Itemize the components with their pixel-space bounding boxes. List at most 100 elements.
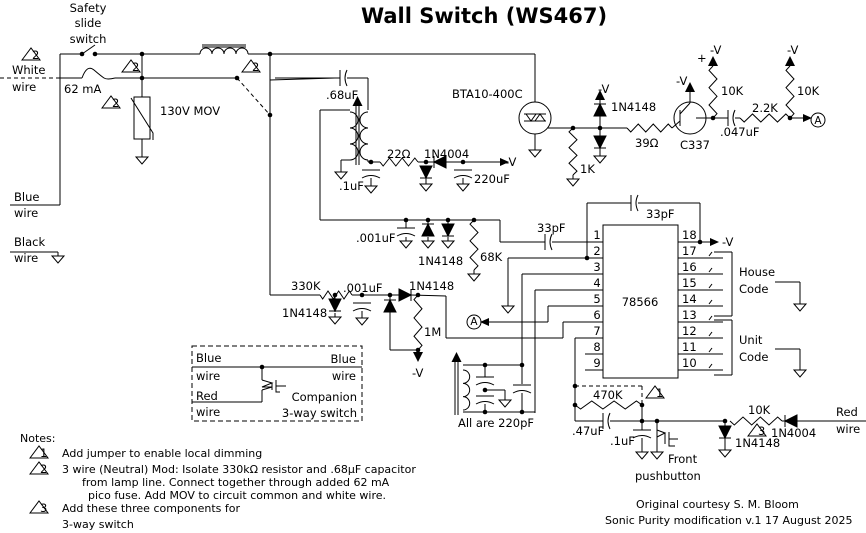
node-a-label: A bbox=[470, 316, 478, 328]
mov-label: 130V MOV bbox=[160, 104, 220, 118]
junction-dot bbox=[482, 362, 488, 368]
junction-dot bbox=[697, 239, 703, 245]
resistor-icon bbox=[785, 65, 795, 119]
note-marker-icon bbox=[645, 385, 665, 399]
ground-icon bbox=[440, 237, 456, 249]
inductor-icon bbox=[199, 47, 249, 55]
companion-title: Companion bbox=[292, 390, 357, 404]
mov-symbol bbox=[130, 97, 154, 140]
note-marker-icon bbox=[121, 59, 141, 73]
ground-icon bbox=[792, 300, 808, 312]
junction-dot bbox=[482, 409, 488, 415]
resistor-icon bbox=[626, 123, 673, 133]
diode-1n4148-label: 1N4148 bbox=[418, 254, 463, 268]
ic-pin-number: 6 bbox=[593, 308, 600, 322]
ground-icon bbox=[500, 302, 516, 314]
ground-icon bbox=[634, 448, 650, 460]
ic-pin-number: 11 bbox=[682, 340, 697, 354]
caps-220p-label: All are 220pF bbox=[458, 416, 534, 430]
companion-wire-label: wire bbox=[196, 405, 220, 419]
note-marker-icon bbox=[21, 47, 41, 61]
junction-dot bbox=[519, 409, 525, 415]
ground-icon bbox=[327, 313, 343, 325]
junction-dot bbox=[359, 292, 365, 298]
ic-pin-number: 7 bbox=[593, 324, 600, 338]
arrow-icon bbox=[480, 318, 489, 326]
neg-v-label: -V bbox=[676, 74, 687, 88]
diode-1n4004-label: 1N4004 bbox=[771, 426, 816, 440]
diode-icon bbox=[718, 425, 732, 440]
junction-dot bbox=[259, 364, 265, 370]
res-1k-label: 1K bbox=[580, 162, 595, 176]
note-marker-icon bbox=[241, 59, 261, 73]
ic-pin-number: 12 bbox=[682, 324, 697, 338]
neg-v-label: -V bbox=[787, 43, 798, 57]
note-marker-number: 2 bbox=[112, 96, 119, 110]
neg-v-label: -V bbox=[412, 366, 423, 380]
junction-dot bbox=[139, 75, 145, 81]
ic-pin-number: 16 bbox=[682, 260, 697, 274]
ground-icon bbox=[792, 366, 808, 378]
junction-dot bbox=[639, 418, 645, 424]
white-wire-label: White bbox=[12, 63, 45, 77]
note-marker-number: 3 bbox=[40, 501, 47, 515]
triac-symbol bbox=[524, 113, 546, 122]
ground-icon bbox=[398, 237, 414, 249]
ic-pin-number: 13 bbox=[682, 308, 697, 322]
junction-dot bbox=[79, 51, 85, 57]
arrow-icon bbox=[500, 158, 509, 166]
note-marker-icon bbox=[29, 500, 49, 514]
diode-icon bbox=[441, 223, 455, 238]
capacitor-icon bbox=[544, 233, 553, 251]
ic-pin-number: 8 bbox=[593, 340, 600, 354]
safety-switch-label: slide bbox=[75, 16, 102, 30]
ground-icon bbox=[50, 252, 66, 264]
safety-switch-label: switch bbox=[70, 32, 107, 46]
cap-001-label: .001uF bbox=[356, 231, 396, 245]
page-title: Wall Switch (WS467) bbox=[361, 4, 607, 28]
arrow-icon bbox=[785, 56, 795, 66]
junction-dot bbox=[403, 217, 409, 223]
code-switch-icon bbox=[708, 363, 713, 369]
wire bbox=[679, 102, 691, 115]
junction-dot bbox=[584, 255, 590, 261]
coil-icon bbox=[359, 111, 369, 161]
triac-icon bbox=[518, 101, 552, 135]
ic-pin-number: 5 bbox=[593, 292, 600, 306]
cap-33p-label: 33pF bbox=[646, 207, 675, 221]
arrow-icon bbox=[710, 238, 719, 246]
res-2-2k-label: 2.2K bbox=[752, 101, 778, 115]
wire bbox=[671, 120, 681, 129]
junction-dot bbox=[423, 159, 429, 165]
ic-pin-number: 1 bbox=[593, 228, 600, 242]
red-wire-label: Red bbox=[836, 405, 858, 419]
code-switch-icon bbox=[708, 299, 713, 305]
pushbutton-icon bbox=[656, 429, 678, 447]
note-marker-number: 1 bbox=[40, 446, 47, 460]
capacitor-icon bbox=[630, 194, 639, 212]
ground-icon bbox=[565, 175, 581, 187]
res-330k-label: 330K bbox=[291, 279, 321, 293]
coil-icon bbox=[349, 111, 359, 161]
capacitor-icon bbox=[475, 376, 495, 386]
arrow-icon bbox=[451, 352, 462, 362]
ground-icon bbox=[466, 270, 482, 282]
wire bbox=[81, 44, 96, 55]
diode-icon bbox=[593, 135, 607, 150]
black-wire-label: wire bbox=[14, 251, 38, 265]
companion-switch-icon bbox=[261, 379, 286, 393]
companion-blue-label: Blue bbox=[196, 351, 221, 365]
capacitor-icon bbox=[453, 169, 473, 179]
notes-heading: Notes: bbox=[20, 432, 55, 445]
diode-icon bbox=[421, 222, 435, 237]
junction-dot bbox=[445, 217, 451, 223]
capacitor-icon bbox=[339, 69, 348, 87]
diode-icon bbox=[432, 155, 447, 169]
arrow-icon bbox=[595, 90, 605, 100]
junction-dot bbox=[425, 217, 431, 223]
cap-01-label: .1uF bbox=[339, 179, 364, 193]
ground-icon bbox=[717, 446, 733, 458]
note-2-cont: pico fuse. Add MOV to circuit common and… bbox=[88, 489, 386, 502]
cap-220u-label: 220uF bbox=[474, 172, 510, 186]
